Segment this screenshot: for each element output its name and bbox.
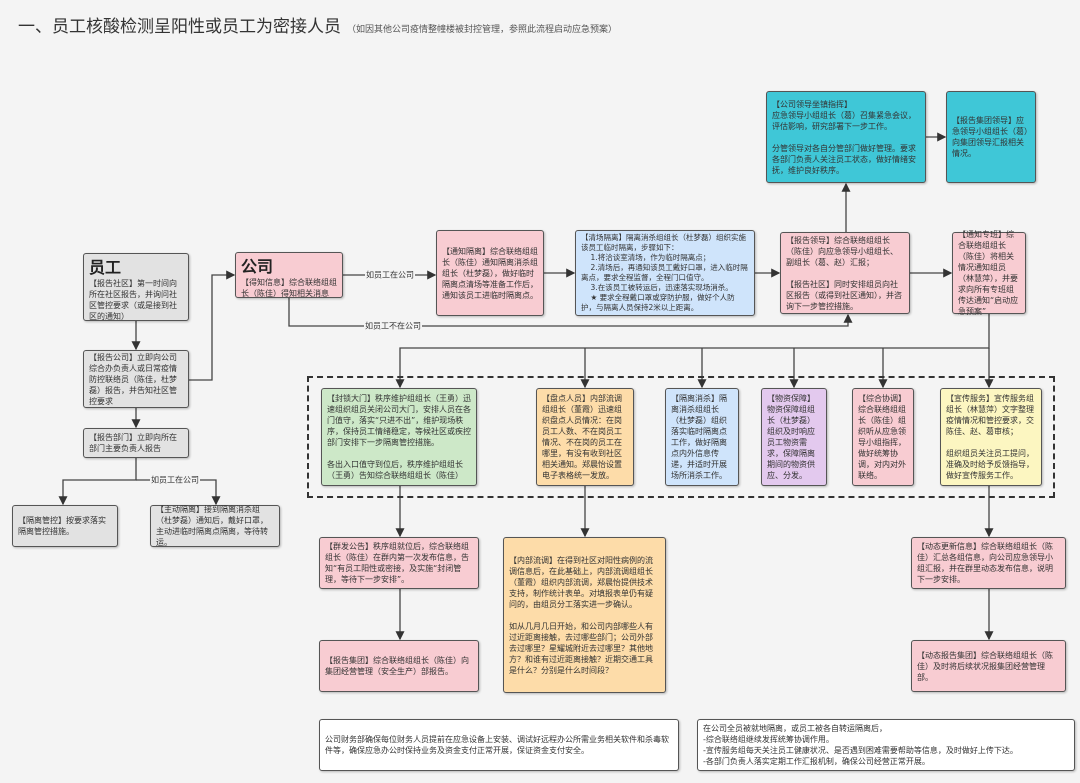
node-employee: 员工 【报告社区】第一时间向所在社区报告，并询问社区管控要求（或是接到社区的通知… — [83, 253, 189, 321]
edge-label-in-company: 如员工在公司 — [365, 269, 415, 281]
node-isolation-control: 【隔离管控】按要求落实隔离管控措施。 — [12, 505, 118, 547]
title-note: （如因其他公司疫情整幢楼被封控管理，参照此流程启动应急预案） — [347, 25, 618, 35]
node-company: 公司 【得知信息】综合联络组组长（陈佳）得知相关消息 — [235, 252, 343, 298]
edge — [189, 270, 236, 381]
edge-label-in-company-2: 如员工在公司 — [150, 474, 200, 486]
node-publicity: 【宣传服务】宣传服务组组长（林慧萍）文字整理疫情情况和管控要求，交陈佳、赵、葛审… — [940, 388, 1042, 486]
edge — [58, 458, 137, 506]
node-clear-site: 【清场隔离】隔离消杀组组长（杜梦磊）组织实施该员工临时隔离，步骤如下： 1.将洽… — [575, 230, 755, 316]
node-notify-isolation: 【通知隔离】综合联络组组长（陈佳）通知隔离消杀组组长（杜梦磊），做好临时隔离点清… — [436, 230, 544, 316]
node-disinfection: 【隔离消杀】隔离消杀组组长（杜梦磊）组织落实临时隔离点工作，做好隔离点内外信息传… — [665, 388, 739, 486]
node-text: 【得知信息】综合联络组组长（陈佳）得知相关消息 — [241, 278, 337, 298]
node-report-dept: 【报告部门】立即向所在部门主要负责人报告 — [83, 428, 189, 458]
node-heading: 员工 — [89, 258, 122, 277]
node-internal-tracing: 【内部流调】在得到社区对阳性病例的流调信息后，在此基础上，内部流调组组长（董霞）… — [503, 537, 666, 693]
node-group-notice: 【群发公告】秩序组就位后，综合联络组组长（陈佳）在群内第一次发布信息，告知“有员… — [319, 537, 479, 589]
node-report-group-leader: 【报告集团领导】应急领导小组组长（葛）向集团领导汇报相关情况。 — [946, 91, 1036, 183]
edge — [395, 314, 990, 389]
title-main: 一、员工核酸检测呈阳性或员工为密接人员 — [18, 17, 341, 37]
node-lockdown-gate: 【封锁大门】秩序维护组组长（王勇）迅速组织组员关闭公司大门，安排人员在各门值守，… — [321, 388, 477, 486]
page-title: 一、员工核酸检测呈阳性或员工为密接人员 （如因其他公司疫情整幢楼被封控管理，参照此… — [18, 12, 617, 37]
node-headcount: 【盘点人员】内部流调组组长（董霞）迅速组织盘点人员情况：在岗员工人数、不在岗员工… — [536, 388, 634, 486]
edge — [288, 298, 853, 327]
node-self-isolation: 【主动隔离】接到隔离消杀组（杜梦磊）通知后，戴好口罩，主动进临时隔离点隔离，等待… — [150, 505, 280, 547]
parallel-tasks-group — [307, 376, 1055, 498]
node-leader-command: 【公司领导坐镇指挥】 应急领导小组组长（葛）召集紧急会议，评估影响，研究部署下一… — [766, 91, 926, 183]
node-supplies: 【物资保障】物资保障组组长（杜梦磊）组织及时响应员工物资需求，保障隔离期间的物资… — [761, 388, 827, 486]
node-notify-team: 【通知专班】综合联络组组长（陈佳）将相关情况通知组员（林慧萍），并要求向所有专班… — [952, 230, 1026, 316]
note-finance: 公司财务部确保每位财务人员提前在应急设备上安装、调试好远程办公所需业务相关软件和… — [319, 719, 679, 771]
node-text: 【报告社区】第一时间向所在社区报告，并询问社区管控要求（或是接到社区的通知） — [89, 279, 177, 321]
node-coordination: 【综合协调】综合联络组组长（陈佳）组织听从应急领导小组指挥，做好统筹协调，对内对… — [852, 388, 914, 486]
note-after-isolation: 在公司全员被就地隔离，或员工被各自转运隔离后， -综合联络组继续发挥统筹协调作用… — [697, 719, 1075, 771]
node-report-group: 【报告集团】综合联络组组长（陈佳）向集团经营管理（安全生产）部报告。 — [319, 640, 479, 692]
edge-label-not-in-company: 如员工不在公司 — [364, 320, 422, 332]
node-report-leader: 【报告领导】综合联络组组长（陈佳）向应急领导小组组长、副组长（葛、赵）汇报； 【… — [780, 232, 910, 314]
node-dynamic-update: 【动态更新信息】综合联络组组长（陈佳）汇总各组信息，向公司应急领导小组汇报，并在… — [911, 537, 1066, 589]
node-report-company: 【报告公司】立即向公司综合办负责人或日常疫情防控联络员（陈佳，杜梦磊）报告，并告… — [83, 350, 189, 408]
node-dynamic-report-group: 【动态报告集团】综合联络组组长（陈佳）及时将后续状况报集团经营管理部。 — [911, 640, 1066, 692]
node-heading: 公司 — [241, 257, 274, 276]
